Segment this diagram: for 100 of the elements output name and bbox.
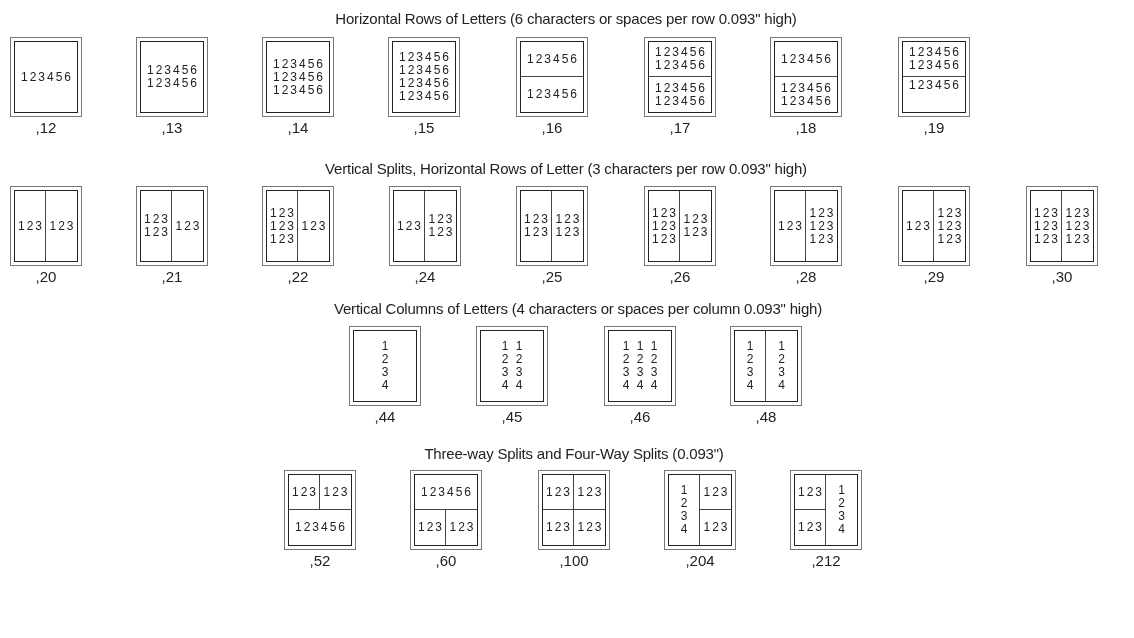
key-number: ,30 — [1051, 268, 1073, 285]
key-number: ,18 — [795, 119, 817, 136]
character-row: 123456 — [398, 51, 451, 64]
character-row: 123456 — [294, 521, 347, 534]
label-key-frame — [1026, 186, 1098, 266]
character-row: 123456 — [780, 52, 833, 66]
character-row: 123456 — [780, 81, 833, 95]
key-number: ,44 — [374, 408, 396, 425]
label-key-frame — [476, 326, 548, 406]
character-row: 123456 — [526, 52, 579, 66]
label-key-frame — [262, 37, 334, 117]
character-row: 123 — [798, 521, 824, 534]
character-row: 123 — [577, 485, 604, 499]
key-number: ,26 — [669, 268, 691, 285]
character-row: 123 — [937, 219, 964, 233]
character-row: 123 — [323, 485, 350, 499]
character-row: 123456 — [398, 77, 451, 90]
character-row: 123 — [270, 219, 296, 233]
label-key-frame — [349, 326, 421, 406]
key-number: ,28 — [795, 268, 817, 285]
character-row: 123456 — [398, 90, 451, 103]
character-row: 4 4 4 — [622, 379, 660, 392]
character-row: 123 — [546, 485, 572, 499]
key-number: ,46 — [629, 408, 651, 425]
key-number: ,14 — [287, 119, 309, 136]
character-row: 1 — [778, 340, 787, 353]
key-number: ,24 — [414, 268, 436, 285]
character-row: 123 — [1065, 206, 1092, 220]
key-number: ,25 — [541, 268, 563, 285]
key-number: ,60 — [435, 552, 457, 569]
label-key-frame — [898, 37, 970, 117]
character-row: 123 — [937, 232, 964, 246]
key-number: ,212 — [811, 552, 841, 569]
character-row: 123 — [577, 521, 604, 534]
character-row: 123456 — [908, 46, 961, 59]
label-key-frame — [389, 186, 461, 266]
key-number: ,13 — [161, 119, 183, 136]
character-row: 3 — [746, 366, 756, 379]
character-row: 2 2 2 — [622, 353, 660, 366]
character-row: 123 — [652, 232, 678, 246]
character-row: 123456 — [908, 79, 961, 92]
key-section — [795, 475, 826, 510]
character-row: 1 — [381, 340, 391, 353]
character-row: 123 — [144, 226, 170, 239]
character-row: 123456 — [272, 57, 325, 71]
character-row: 123 — [703, 485, 730, 499]
section-heading: Vertical Splits, Horizontal Rows of Letter (3 characters per row 0.093" high) — [325, 160, 807, 177]
character-row: 123 — [449, 521, 476, 534]
key-number: ,29 — [923, 268, 945, 285]
character-row: 1 — [746, 340, 756, 353]
label-key-frame — [644, 37, 716, 117]
key-number: ,22 — [287, 268, 309, 285]
character-row: 3 — [381, 366, 391, 379]
character-row: 123456 — [146, 77, 199, 90]
label-key-frame — [284, 470, 356, 550]
character-row: 123 — [937, 206, 964, 220]
character-row: 123456 — [526, 88, 579, 101]
character-row: 123456 — [272, 83, 325, 97]
label-key-frame — [516, 186, 588, 266]
character-row: 123 — [524, 213, 550, 226]
label-key-frame — [136, 186, 208, 266]
character-row: 123 — [397, 219, 423, 233]
character-row: 123 — [555, 226, 582, 239]
character-row: 123 — [1034, 219, 1060, 233]
label-key-frame — [604, 326, 676, 406]
character-row: 1 — [838, 484, 847, 497]
key-number: ,17 — [669, 119, 691, 136]
character-row: 123 — [683, 226, 710, 239]
character-row: 1 — [680, 484, 690, 497]
section-heading: Vertical Columns of Letters (4 characters or spaces per column 0.093" high) — [333, 300, 823, 317]
character-row: 123 — [144, 213, 170, 226]
character-row: 123456 — [654, 59, 707, 72]
key-section — [543, 475, 574, 510]
character-row: 123456 — [20, 70, 73, 84]
character-row: 123 — [270, 232, 296, 246]
character-row: 3 3 — [501, 366, 525, 379]
label-key-frame — [262, 186, 334, 266]
key-section — [289, 475, 320, 510]
character-row: 123 — [798, 485, 824, 499]
character-row: 123 — [1065, 219, 1092, 233]
key-number: ,100 — [559, 552, 589, 569]
character-row: 123456 — [654, 94, 707, 108]
character-row: 2 — [680, 497, 690, 510]
key-number: ,20 — [35, 268, 57, 285]
character-row: 4 — [680, 523, 690, 536]
character-row: 3 — [680, 510, 690, 523]
character-row: 123456 — [146, 64, 199, 77]
character-row: 4 4 — [501, 379, 525, 392]
character-row: 123 — [428, 226, 455, 239]
character-row: 3 — [778, 366, 787, 379]
character-row: 123 — [546, 521, 572, 534]
key-number: ,21 — [161, 268, 183, 285]
character-row: 123456 — [272, 70, 325, 84]
section-heading: Three-way Splits and Four-Way Splits (0.093") — [424, 445, 724, 462]
character-row: 123 — [809, 219, 836, 233]
character-row: 123 — [1034, 232, 1060, 246]
label-key-frame — [770, 186, 842, 266]
character-row: 1 1 1 — [622, 340, 660, 353]
label-key-frame — [898, 186, 970, 266]
character-row: 123 — [301, 219, 328, 233]
